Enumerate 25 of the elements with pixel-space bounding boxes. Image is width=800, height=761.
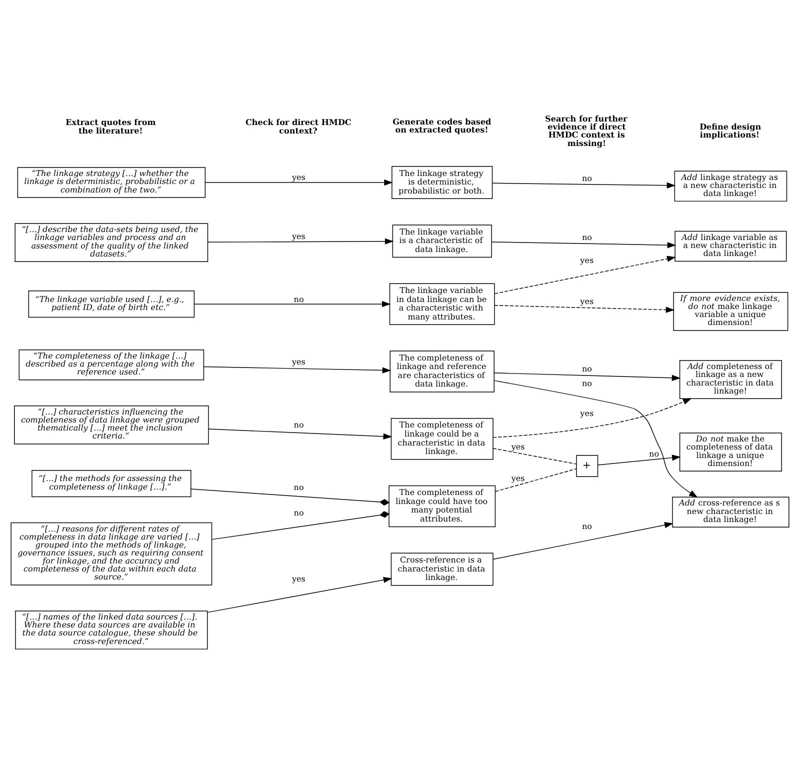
arrow — [207, 576, 392, 612]
arrow — [494, 304, 675, 312]
arrow — [598, 454, 681, 465]
arrow — [492, 182, 676, 188]
label: Check for direct HMDC context? — [245, 116, 352, 135]
arrow — [494, 380, 698, 498]
arrow — [492, 398, 692, 438]
arrow — [492, 522, 674, 560]
arrow — [208, 428, 392, 439]
connector — [494, 468, 577, 492]
arrow — [194, 300, 391, 307]
arrow — [204, 366, 392, 373]
arrow — [494, 372, 681, 380]
label: Define design implications! — [700, 121, 762, 140]
connector — [492, 447, 577, 464]
arrow — [207, 238, 394, 244]
node-box: + — [576, 454, 598, 476]
connector — [211, 510, 390, 540]
arrow — [204, 178, 393, 186]
label: Extract quotes from the literature! — [66, 116, 156, 135]
label: Generate codes based on extracted quotes! — [392, 116, 492, 134]
arrow — [494, 255, 676, 294]
connector — [190, 488, 390, 506]
arrow — [492, 241, 676, 248]
label: Search for further evidence if direct HMDC context is missing! — [545, 113, 628, 148]
